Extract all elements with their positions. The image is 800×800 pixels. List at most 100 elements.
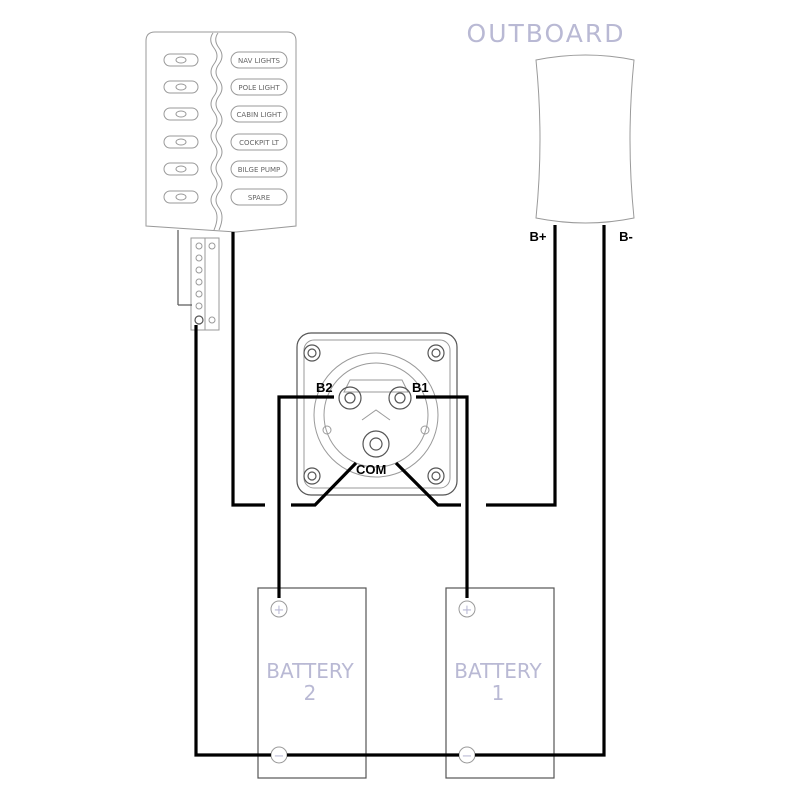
outboard-motor: OUTBOARD B+ B- xyxy=(467,19,635,244)
switch-label-b2: B2 xyxy=(316,380,333,395)
battery-1: + − BATTERY 1 xyxy=(445,587,555,779)
switch-row-bilge-pump[interactable]: BILGE PUMP xyxy=(163,160,288,178)
battery-2-minus: − xyxy=(274,749,285,764)
dial-detail xyxy=(322,425,332,435)
panel-seam-inner xyxy=(210,32,218,231)
switch-label-plate xyxy=(230,160,288,178)
battery-1-case xyxy=(445,587,555,779)
wire-com-to-outboard xyxy=(394,461,461,507)
battery-selector-switch[interactable]: B2 B1 COM xyxy=(296,332,458,496)
switch-label-cockpit-lt: COCKPIT LT xyxy=(239,139,280,147)
wiring xyxy=(194,225,606,757)
battery-1-label: BATTERY xyxy=(454,659,542,683)
terminal-post-b2 xyxy=(344,392,356,404)
mounting-screw xyxy=(427,467,445,485)
toggle-knob xyxy=(175,138,187,146)
battery-2: + − BATTERY 2 xyxy=(257,587,367,779)
outboard-title: OUTBOARD xyxy=(467,19,626,48)
switch-label-plate xyxy=(230,105,288,123)
toggle-knob xyxy=(175,83,187,91)
fuse-bus-bar xyxy=(177,230,220,331)
terminal-post-b1 xyxy=(394,392,406,404)
wire-panel-positive xyxy=(231,232,265,507)
bus-terminal xyxy=(195,302,203,310)
wire-ground-bus xyxy=(194,325,271,757)
wire-outboard-negative xyxy=(475,225,606,757)
battery-2-plus: + xyxy=(274,603,285,618)
switch-dial-ring xyxy=(323,362,429,468)
switch-label-cabin-light: CABIN LIGHT xyxy=(237,111,283,119)
toggle-knob xyxy=(175,193,187,201)
wire-b1-to-battery-1 xyxy=(416,395,469,598)
switch-label-b1: B1 xyxy=(412,380,429,395)
battery-switch-inner-plate xyxy=(303,339,451,489)
mounting-screw xyxy=(431,471,441,481)
outboard-body xyxy=(535,54,635,224)
wire-b2-to-battery-2 xyxy=(277,395,334,598)
toggle-switch[interactable] xyxy=(163,80,199,94)
toggle-switch[interactable] xyxy=(163,107,199,121)
terminal-post-com xyxy=(362,430,390,458)
mounting-screw xyxy=(307,471,317,481)
wire-outboard-positive xyxy=(486,225,557,507)
bus-terminal-main xyxy=(194,315,204,325)
outboard-b-plus-label: B+ xyxy=(530,229,547,244)
switch-label-nav-lights: NAV LIGHTS xyxy=(238,57,281,65)
toggle-switch[interactable] xyxy=(163,135,199,149)
switch-row-pole-light[interactable]: POLE LIGHT xyxy=(163,78,288,96)
switch-label-com: COM xyxy=(356,462,386,477)
mounting-screw xyxy=(303,467,321,485)
terminal-post-com xyxy=(369,437,383,451)
switch-label-plate xyxy=(230,133,288,151)
switch-dial[interactable] xyxy=(313,352,439,478)
battery-2-positive-terminal xyxy=(270,600,288,618)
switch-pointer-mark xyxy=(361,409,391,421)
terminal-post-b1 xyxy=(388,386,412,410)
switch-label-pole-light: POLE LIGHT xyxy=(238,84,280,92)
bus-terminal xyxy=(195,254,203,262)
panel-seam xyxy=(215,32,223,231)
switch-label-plate xyxy=(230,188,288,206)
battery-1-positive-terminal xyxy=(458,600,476,618)
toggle-switch[interactable] xyxy=(163,190,199,204)
bus-terminal xyxy=(195,278,203,286)
mounting-screw xyxy=(303,344,321,362)
battery-switch-housing xyxy=(296,332,458,496)
battery-1-minus: − xyxy=(462,749,473,764)
switch-row-spare[interactable]: SPARE xyxy=(163,188,288,206)
switch-row-nav-lights[interactable]: NAV LIGHTS xyxy=(163,51,288,69)
outboard-b-minus-label: B- xyxy=(619,229,633,244)
dial-detail xyxy=(420,425,430,435)
battery-1-plus: + xyxy=(462,603,473,618)
terminal-post-b2 xyxy=(338,386,362,410)
switch-label-spare: SPARE xyxy=(248,194,270,202)
battery-2-label: BATTERY xyxy=(266,659,354,683)
bus-terminal xyxy=(195,266,203,274)
switch-label-plate xyxy=(230,78,288,96)
switch-label-plate xyxy=(230,51,288,69)
mounting-screw xyxy=(431,348,441,358)
switch-panel-outline xyxy=(145,31,297,233)
switch-panel: NAV LIGHTS POLE LIGHT CABIN LIGHT COCKPI… xyxy=(145,31,297,233)
bus-terminal xyxy=(208,316,216,324)
toggle-knob xyxy=(175,165,187,173)
mounting-screw xyxy=(307,348,317,358)
bus-terminal xyxy=(208,242,216,250)
mounting-screw xyxy=(427,344,445,362)
battery-2-case xyxy=(257,587,367,779)
battery-2-number: 2 xyxy=(304,681,317,705)
bus-terminal xyxy=(195,242,203,250)
toggle-knob xyxy=(175,56,187,64)
bus-terminals xyxy=(194,242,216,325)
toggle-switch[interactable] xyxy=(163,162,199,176)
toggle-switch[interactable] xyxy=(163,53,199,67)
switch-label-bilge-pump: BILGE PUMP xyxy=(238,166,280,174)
wire-com-to-panel xyxy=(291,461,358,507)
switch-knob-handle[interactable] xyxy=(343,379,409,393)
switch-row-cabin-light[interactable]: CABIN LIGHT xyxy=(163,105,288,123)
switch-row-cockpit-lt[interactable]: COCKPIT LT xyxy=(163,133,288,151)
bus-terminal xyxy=(195,290,203,298)
toggle-knob xyxy=(175,110,187,118)
